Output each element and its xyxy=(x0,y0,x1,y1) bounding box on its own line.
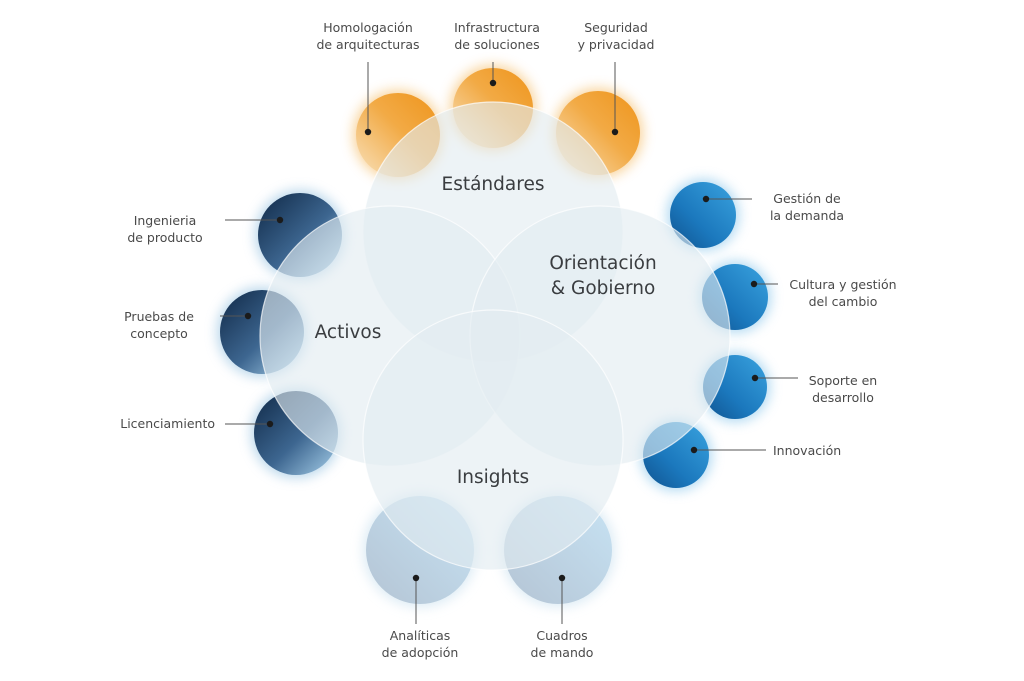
item-label-line: de adopción xyxy=(381,645,459,660)
item-label-line: Cuadros xyxy=(536,628,588,643)
item-label-ingenieria: Ingenieria de producto xyxy=(110,212,220,246)
item-label-line: Analíticas xyxy=(389,628,451,643)
orientacion-item-3-dot xyxy=(690,446,698,454)
item-label-line: del cambio xyxy=(808,294,878,309)
item-label-licenciamiento: Licenciamiento xyxy=(90,415,215,432)
item-label-line: de arquitecturas xyxy=(316,37,420,52)
activos-item-2-dot xyxy=(266,420,274,428)
label-orientacion: Orientación & Gobierno xyxy=(523,251,683,301)
item-label-line: y privacidad xyxy=(577,37,655,52)
label-orientacion-line1: Orientación xyxy=(549,253,657,274)
main-circle-insights xyxy=(362,309,624,571)
item-label-line: Soporte en xyxy=(808,373,878,388)
item-label-line: de producto xyxy=(127,230,203,245)
item-label-innovacion: Innovación xyxy=(773,442,883,459)
item-label-line: concepto xyxy=(130,326,188,341)
insights-item-1-dot xyxy=(558,574,566,582)
item-label-homologacion: Homologación de arquitecturas xyxy=(298,19,438,53)
orientacion-item-0-dot xyxy=(702,195,710,203)
label-estandares: Estándares xyxy=(441,174,545,195)
item-label-line: Gestión de xyxy=(773,191,841,206)
item-label-line: Licenciamiento xyxy=(120,416,215,431)
orientacion-item-2-dot xyxy=(751,374,759,382)
item-label-cuadros: Cuadros de mando xyxy=(502,627,622,661)
label-orientacion-line2: & Gobierno xyxy=(550,278,656,299)
estandares-item-2-dot xyxy=(611,128,619,136)
item-label-infrastructura: Infrastructura de soluciones xyxy=(427,19,567,53)
item-label-cultura: Cultura y gestión del cambio xyxy=(778,276,908,310)
item-label-line: Seguridad xyxy=(584,20,648,35)
label-insights: Insights xyxy=(456,467,530,488)
orientacion-item-1-dot xyxy=(750,280,758,288)
item-label-pruebas: Pruebas de concepto xyxy=(104,308,214,342)
activos-item-1-dot xyxy=(244,312,252,320)
item-label-line: Cultura y gestión xyxy=(789,277,897,292)
item-label-line: Ingenieria xyxy=(133,213,197,228)
item-label-soporte: Soporte en desarrollo xyxy=(788,372,898,406)
estandares-item-0-dot xyxy=(364,128,372,136)
item-label-line: Infrastructura xyxy=(454,20,540,35)
item-label-line: de soluciones xyxy=(454,37,540,52)
label-activos: Activos xyxy=(314,322,382,343)
item-label-line: la demanda xyxy=(769,208,845,223)
item-label-seguridad: Seguridad y privacidad xyxy=(546,19,686,53)
activos-item-0-dot xyxy=(276,216,284,224)
estandares-item-1-dot xyxy=(489,79,497,87)
item-label-analiticas: Analíticas de adopción xyxy=(360,627,480,661)
item-label-gestion-demanda: Gestión de la demanda xyxy=(752,190,862,224)
insights-item-0-dot xyxy=(412,574,420,582)
item-label-line: Homologación xyxy=(323,20,413,35)
item-label-line: Innovación xyxy=(773,443,842,458)
item-label-line: de mando xyxy=(530,645,594,660)
item-label-line: Pruebas de xyxy=(124,309,194,324)
item-label-line: desarrollo xyxy=(812,390,874,405)
